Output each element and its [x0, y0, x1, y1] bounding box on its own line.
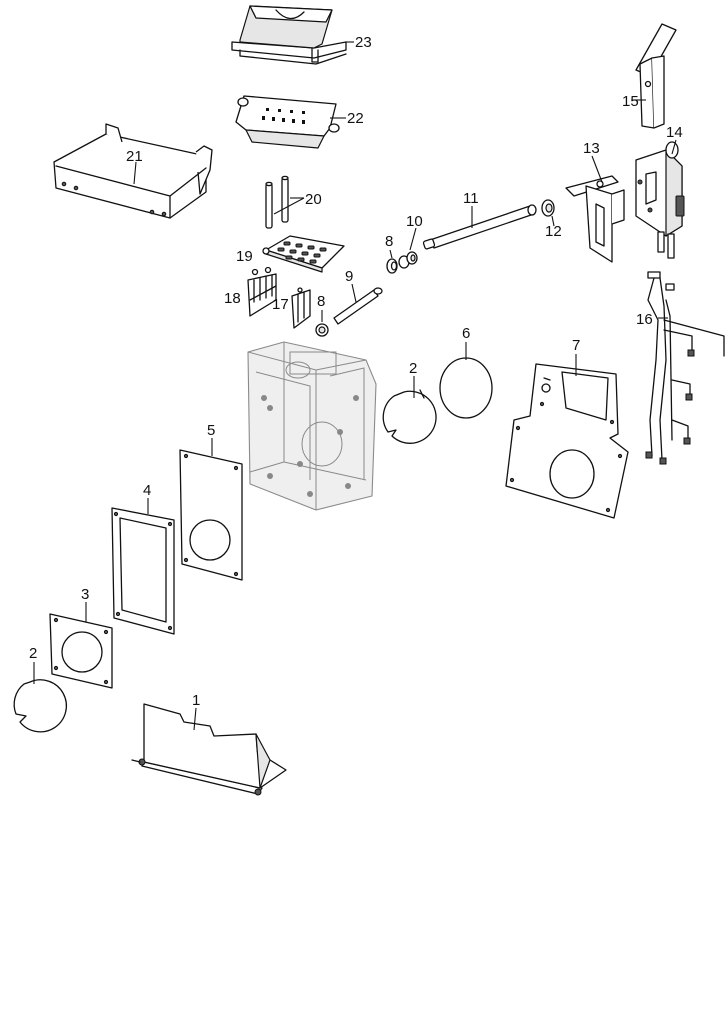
- part-8a-bushing-upper: [386, 258, 398, 274]
- label-part-11: 11: [463, 190, 479, 207]
- part-14-valve-motor: [635, 141, 685, 259]
- label-part-12: 12: [545, 223, 562, 240]
- part-7-front-plate: [505, 363, 629, 519]
- label-part-8a: 8: [385, 233, 393, 250]
- part-6-disc: [439, 357, 493, 419]
- part-20-rods: [265, 175, 289, 229]
- part-13-pivot-bracket: [565, 175, 625, 263]
- part-17-small-bracket: [291, 287, 311, 329]
- part-19-perforated-plate: [262, 235, 345, 273]
- label-part-23: 23: [355, 34, 372, 51]
- part-12-washer: [541, 199, 555, 217]
- part-16-wiring-harness: [645, 271, 725, 465]
- label-part-9: 9: [345, 268, 353, 285]
- label-part-14: 14: [666, 124, 683, 141]
- part-2b-cut-disc: [382, 389, 437, 444]
- label-part-2a: 2: [29, 645, 37, 662]
- ghost-main-housing: [247, 341, 377, 511]
- part-2a-cut-disc: [13, 679, 67, 733]
- part-3-ring-plate: [49, 613, 113, 689]
- label-part-1: 1: [192, 692, 200, 709]
- part-11-shaft: [422, 204, 537, 250]
- label-part-13: 13: [583, 140, 600, 157]
- label-part-15: 15: [622, 93, 639, 110]
- label-part-7: 7: [572, 337, 580, 354]
- label-part-21: 21: [126, 148, 143, 165]
- part-22-grate-tray: [235, 95, 340, 149]
- part-1-base-tray: [131, 703, 287, 796]
- label-part-18: 18: [224, 290, 241, 307]
- label-part-6: 6: [462, 325, 470, 342]
- part-18-comb-bracket: [247, 266, 277, 317]
- part-5-plate: [179, 449, 243, 581]
- label-part-5: 5: [207, 422, 215, 439]
- part-10-spacer: [398, 251, 418, 269]
- label-part-17: 17: [272, 296, 289, 313]
- label-part-3: 3: [81, 586, 89, 603]
- part-8b-bushing-lower: [315, 323, 329, 337]
- part-15-lever-arm: [635, 23, 677, 129]
- label-part-2b: 2: [409, 360, 417, 377]
- part-21-side-shield: [53, 123, 213, 219]
- label-part-22: 22: [347, 110, 364, 127]
- label-part-16: 16: [636, 311, 653, 328]
- part-23-top-tray: [231, 5, 347, 65]
- label-part-8b: 8: [317, 293, 325, 310]
- label-part-10: 10: [406, 213, 423, 230]
- label-part-20: 20: [305, 191, 322, 208]
- part-9-pin: [333, 287, 383, 325]
- label-part-4: 4: [143, 482, 151, 499]
- part-4-gasket-frame: [111, 507, 175, 635]
- label-part-19: 19: [236, 248, 253, 265]
